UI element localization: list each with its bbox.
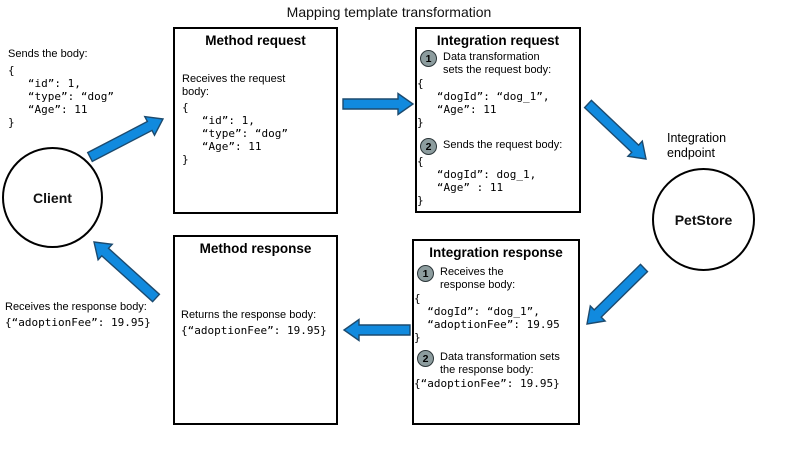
integration-response-step-1-code: { “dogId”: “dog_1”, “adoptionFee”: 19.95… [414,292,560,344]
integration-request-step-1: 1 Data transformation sets the request b… [420,50,576,77]
integration-request-step-2-note: Sends the request body: [443,139,563,151]
method-response-body: Returns the response body: {“adoptionFee… [181,308,327,337]
client-label: Client [33,189,72,206]
step-1-badge: 1 [417,265,434,282]
method-request-box: Method request Receives the request body… [173,27,338,214]
step-2-badge: 2 [420,138,437,155]
integration-response-box: Integration response 1 Receives the resp… [412,239,580,425]
method-response-box: Method response Returns the response bod… [173,235,338,425]
client-receive-note: Receives the response body: [5,301,147,313]
client-node: Client [2,147,103,248]
step-2-badge: 2 [417,350,434,367]
integration-response-step-1: 1 Receives the response body: [417,265,575,292]
integration-request-box: Integration request 1 Data transformatio… [415,27,581,213]
arrow-endpoint-to-integration-response [586,263,649,325]
method-response-code: {“adoptionFee”: 19.95} [181,324,327,337]
integration-response-step-2: 2 Data transformation sets the response … [417,350,575,377]
integration-endpoint-label: Integration endpoint [667,131,727,160]
client-receive-code: {“adoptionFee”: 19.95} [5,316,151,329]
diagram-title: Mapping template transformation [286,4,492,20]
integration-response-step-1-note: Receives the response body: [440,266,516,291]
integration-response-step-2-note: Data transformation sets the response bo… [440,351,560,376]
petstore-node: PetStore [652,168,755,271]
integration-response-title: Integration response [429,245,563,260]
arrow-integration-request-to-endpoint [583,99,647,160]
method-response-note: Returns the response body: [181,309,317,321]
method-response-title: Method response [199,241,312,256]
integration-response-step-2-code: {“adoptionFee”: 19.95} [414,377,560,390]
step-1-badge: 1 [420,50,437,67]
petstore-label: PetStore [674,211,733,228]
integration-request-step-2: 2 Sends the request body: [420,138,576,155]
arrow-integration-response-to-method-response [342,318,411,342]
client-send-note: Sends the body: [8,48,88,60]
arrow-method-response-to-client [93,241,161,303]
integration-request-title: Integration request [436,33,560,48]
integration-request-step-1-note: Data transformation sets the request bod… [443,51,552,76]
client-receive-annotation: Receives the response body: {“adoptionFe… [5,300,151,329]
integration-request-step-1-code: { “dogId”: “dog_1”, “Age”: 11 } [417,77,550,129]
arrow-method-request-to-integration-request [342,92,415,116]
integration-request-step-2-code: { “dogId”: dog_1, “Age” : 11 } [417,155,537,207]
method-request-note: Receives the request body: [182,73,286,98]
client-send-code: { “id”: 1, “type”: “dog” “Age”: 11 } [8,64,114,129]
method-request-title: Method request [205,33,306,48]
method-request-body: Receives the request body: { “id”: 1, “t… [182,73,294,166]
method-request-code: { “id”: 1, “type”: “dog” “Age”: 11 } [182,101,288,166]
client-send-annotation: Sends the body: { “id”: 1, “type”: “dog”… [8,48,114,129]
